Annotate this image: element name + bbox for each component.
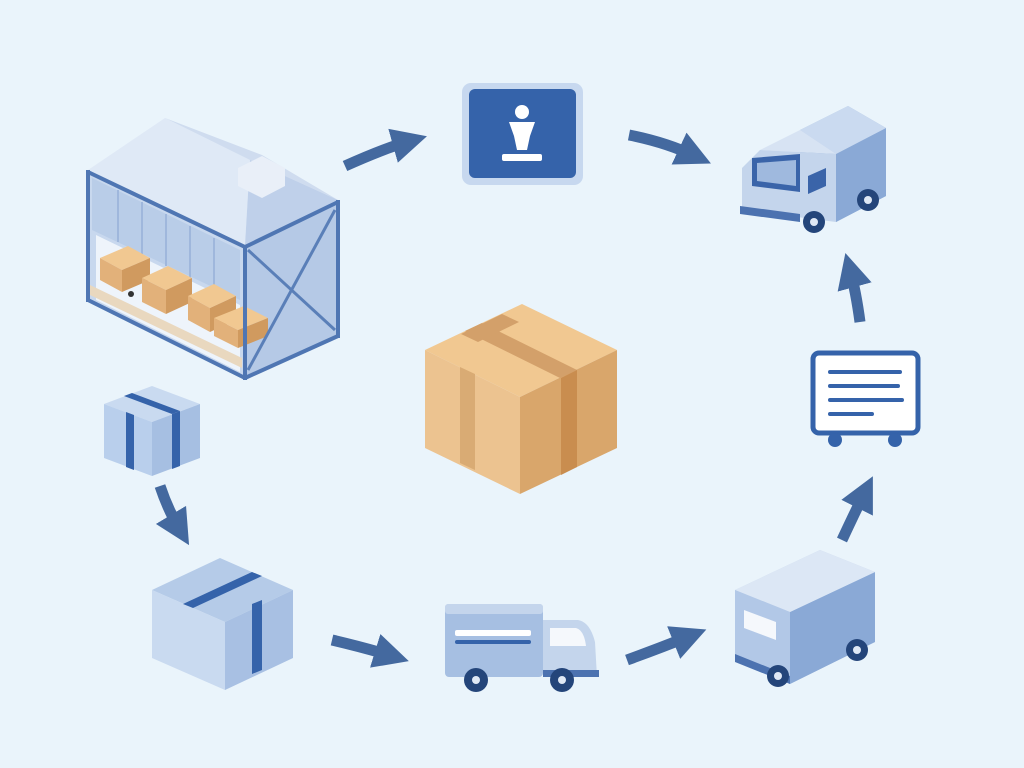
arrow-boxtruck-to-cart bbox=[837, 476, 873, 543]
small-package-icon bbox=[104, 386, 200, 476]
arrow-cargotruck-to-boxtruck bbox=[625, 626, 707, 666]
flow-arrows bbox=[154, 128, 873, 668]
box-truck-icon bbox=[735, 550, 875, 687]
large-package-icon bbox=[152, 558, 293, 690]
warehouse-icon bbox=[86, 118, 340, 380]
arrow-cart-to-van bbox=[837, 253, 872, 323]
arrow-sign-to-van bbox=[627, 129, 711, 165]
cardboard-box-icon bbox=[425, 304, 617, 494]
cargo-truck-icon bbox=[445, 604, 599, 692]
delivery-van-icon bbox=[740, 106, 886, 233]
arrow-smallpkg-to-largepkg bbox=[154, 484, 190, 546]
arrow-package-to-cargotruck bbox=[330, 634, 409, 668]
arrow-warehouse-to-sign bbox=[342, 128, 427, 172]
manifest-cart-icon bbox=[810, 350, 921, 447]
person-sign-icon bbox=[462, 83, 583, 185]
